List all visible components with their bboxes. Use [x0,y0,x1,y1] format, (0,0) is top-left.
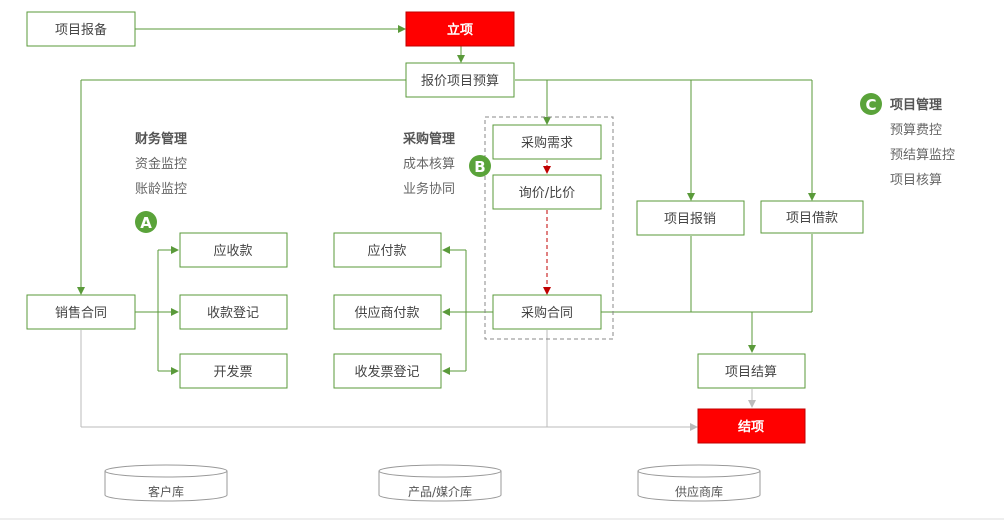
node-purchase-demand-label: 采购需求 [521,135,573,151]
purchase-title: 采购管理 [402,131,455,147]
node-project-loan-label: 项目借款 [786,211,838,226]
badge-c-label: C [865,96,876,114]
node-project-close-label: 结项 [738,419,764,435]
badge-a: A [135,211,157,233]
purchase-item-2: 业务协同 [403,181,455,197]
badge-c: C [860,93,882,115]
node-invoice-receipt-register-label: 收发票登记 [354,364,419,380]
node-project-settlement-label: 项目结算 [725,365,777,380]
database-product-media-label: 产品/媒介库 [408,484,472,499]
node-supplier-payment[interactable]: 供应商付款 [333,294,442,330]
node-issue-invoice-label: 开发票 [213,364,252,380]
node-purchase-contract-label: 采购合同 [521,305,573,321]
node-project-approval-label: 立项 [447,22,473,38]
node-sales-contract-label: 销售合同 [55,305,107,321]
node-quote-budget-label: 报价项目预算 [421,74,499,89]
annotation-purchase: 采购管理 成本核算 业务协同 [402,131,455,197]
node-project-settlement[interactable]: 项目结算 [697,353,806,389]
node-receipt-register-label: 收款登记 [207,306,259,321]
database-product-media: 产品/媒介库 [378,464,502,502]
node-issue-invoice[interactable]: 开发票 [179,353,288,389]
database-customer-label: 客户库 [148,484,184,499]
node-receipt-register[interactable]: 收款登记 [179,294,288,330]
node-supplier-payment-label: 供应商付款 [354,305,419,321]
node-project-filing[interactable]: 项目报备 [26,11,136,47]
project-title: 项目管理 [890,97,942,113]
node-quote-budget[interactable]: 报价项目预算 [405,62,515,98]
node-purchase-contract[interactable]: 采购合同 [492,294,602,330]
database-supplier-label: 供应商库 [675,484,723,499]
node-project-filing-label: 项目报备 [55,22,107,38]
database-customer: 客户库 [104,464,228,502]
node-inquiry-compare-label: 询价/比价 [519,186,575,201]
badge-b-label: B [474,158,485,176]
project-item-2: 预结算监控 [890,148,955,163]
connectors [77,25,816,431]
finance-item-2: 账龄监控 [135,182,187,197]
node-project-approval[interactable]: 立项 [405,11,515,47]
annotation-project: 项目管理 预算费控 预结算监控 项目核算 [890,97,955,188]
database-supplier: 供应商库 [637,464,761,502]
purchase-group-border [484,116,614,340]
node-project-close[interactable]: 结项 [697,408,806,444]
annotation-finance: 财务管理 资金监控 账龄监控 [135,131,187,197]
node-sales-contract[interactable]: 销售合同 [26,294,136,330]
finance-title: 财务管理 [135,131,187,147]
node-project-reimburse-label: 项目报销 [664,212,716,227]
node-invoice-receipt-register[interactable]: 收发票登记 [333,353,442,389]
node-project-reimburse[interactable]: 项目报销 [636,200,745,236]
project-item-1: 预算费控 [890,123,942,138]
purchase-item-1: 成本核算 [403,157,455,172]
node-payable-label: 应付款 [367,243,406,259]
node-receivable-label: 应收款 [213,243,252,259]
project-item-3: 项目核算 [890,173,942,188]
badge-b: B [469,155,491,177]
node-purchase-demand[interactable]: 采购需求 [492,124,602,160]
node-payable[interactable]: 应付款 [333,232,442,268]
badge-a-label: A [140,214,152,232]
node-inquiry-compare[interactable]: 询价/比价 [492,174,602,210]
node-receivable[interactable]: 应收款 [179,232,288,268]
node-project-loan[interactable]: 项目借款 [760,200,864,234]
finance-item-1: 资金监控 [135,156,187,172]
